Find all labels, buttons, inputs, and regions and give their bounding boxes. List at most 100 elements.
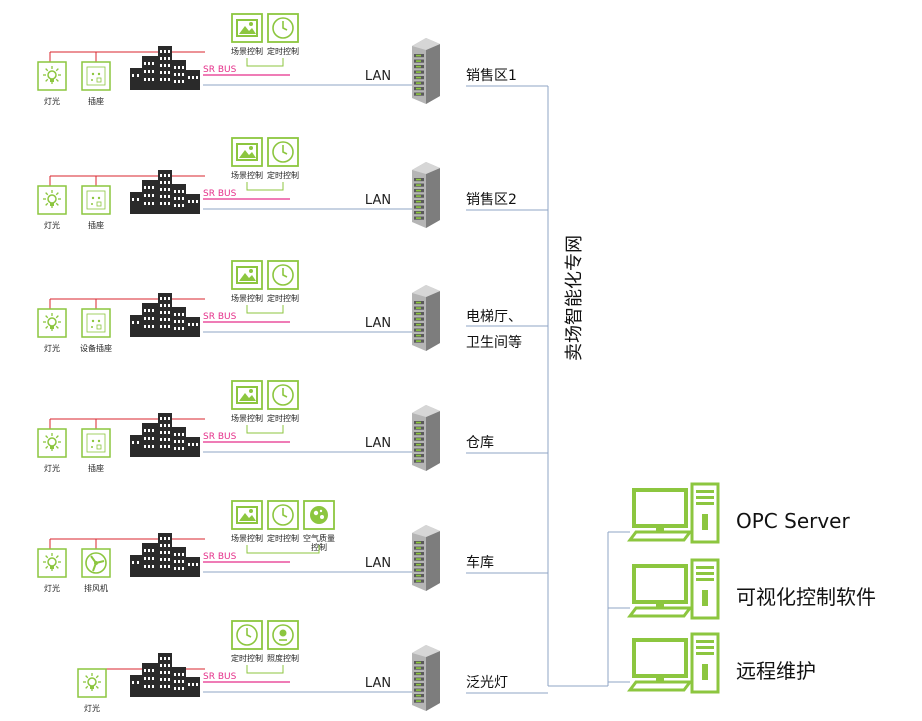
zone-row: 灯光 插座 场景控制定时控制 SR BUS LAN 销售区1 xyxy=(37,13,548,106)
device-frame xyxy=(81,185,111,215)
zone-label: 销售区2 xyxy=(466,192,517,208)
building-icon xyxy=(130,533,200,577)
socket-icon xyxy=(86,433,106,453)
lan-label: LAN xyxy=(365,436,391,451)
sr-bus-label: SR BUS xyxy=(203,312,237,322)
device-label: 排风机 xyxy=(84,583,108,593)
clock-icon xyxy=(236,624,258,646)
server-icon xyxy=(412,645,440,711)
device-label: 灯光 xyxy=(44,96,60,106)
socket-icon xyxy=(86,66,106,86)
panel-label: 场景控制 xyxy=(231,413,263,423)
computer-row: 远程维护 xyxy=(608,632,816,694)
panel-bus-tie xyxy=(246,425,284,434)
panel-bus-tie xyxy=(246,58,284,67)
lan-label: LAN xyxy=(365,316,391,331)
panel-label: 场景控制 xyxy=(231,293,263,303)
clock-icon xyxy=(272,141,294,163)
lan-label: LAN xyxy=(365,676,391,691)
computer-icon xyxy=(627,482,720,544)
device-frame xyxy=(81,308,111,338)
server-icon xyxy=(412,162,440,228)
zone-label: 销售区1 xyxy=(466,68,517,84)
lan-label: LAN xyxy=(365,193,391,208)
zone-row: 灯光 设备插座 场景控制定时控制 SR BUS LAN 电梯厅、卫生间等 xyxy=(37,260,548,353)
picture-icon xyxy=(236,19,258,37)
lamp-icon xyxy=(43,66,61,84)
clock-icon xyxy=(272,264,294,286)
network-name: 卖场智能化专网 xyxy=(564,235,585,361)
computer-label: 可视化控制软件 xyxy=(736,585,876,609)
device-label: 设备插座 xyxy=(80,343,112,353)
device-label: 插座 xyxy=(88,96,104,106)
server-icon xyxy=(412,285,440,351)
air-quality-icon xyxy=(310,506,328,524)
device-label: 插座 xyxy=(88,463,104,473)
device-label: 灯光 xyxy=(44,220,60,230)
device-label: 灯光 xyxy=(84,703,100,713)
computer-label: 远程维护 xyxy=(736,659,816,683)
server-icon xyxy=(412,38,440,104)
zone-label: 电梯厅、 xyxy=(466,309,522,325)
zone-label: 泛光灯 xyxy=(466,675,508,691)
computer-row: 可视化控制软件 xyxy=(608,558,876,620)
device-label: 灯光 xyxy=(44,463,60,473)
panel-label: 定时控制 xyxy=(267,293,299,303)
picture-icon xyxy=(236,266,258,284)
sr-bus-label: SR BUS xyxy=(203,552,237,562)
building-icon xyxy=(130,170,200,214)
lamp-icon xyxy=(43,190,61,208)
socket-icon xyxy=(86,190,106,210)
clock-icon xyxy=(272,384,294,406)
device-label: 插座 xyxy=(88,220,104,230)
panel-label: 定时控制 xyxy=(267,46,299,56)
server-icon xyxy=(412,525,440,591)
clock-icon xyxy=(272,17,294,39)
lamp-icon xyxy=(43,553,61,571)
panel-label: 定时控制 xyxy=(267,533,299,543)
panel-bus-tie xyxy=(246,305,284,314)
lamp-icon xyxy=(83,673,101,691)
panel-bus-tie xyxy=(246,545,320,554)
zone-label: 仓库 xyxy=(466,435,494,451)
lamp-icon xyxy=(43,433,61,451)
panel-label: 场景控制 xyxy=(231,170,263,180)
lamp-icon xyxy=(43,313,61,331)
building-icon xyxy=(130,46,200,90)
building-icon xyxy=(130,413,200,457)
panel-label: 照度控制 xyxy=(267,653,299,663)
building-icon xyxy=(130,653,200,697)
computer-label: OPC Server xyxy=(736,509,850,533)
building-icon xyxy=(130,293,200,337)
picture-icon xyxy=(236,143,258,161)
sr-bus-label: SR BUS xyxy=(203,65,237,75)
sr-bus-label: SR BUS xyxy=(203,672,237,682)
device-frame xyxy=(81,61,111,91)
picture-icon xyxy=(236,506,258,524)
socket-icon xyxy=(86,313,106,333)
panel-label: 场景控制 xyxy=(231,46,263,56)
server-icon xyxy=(412,405,440,471)
clock-icon xyxy=(272,504,294,526)
panel-label: 场景控制 xyxy=(231,533,263,543)
lan-label: LAN xyxy=(365,69,391,84)
computer-row: OPC Server xyxy=(608,482,850,544)
picture-icon xyxy=(236,386,258,404)
light-sensor-icon xyxy=(272,624,294,646)
fan-icon xyxy=(85,552,107,574)
computer-icon xyxy=(627,558,720,620)
sr-bus-label: SR BUS xyxy=(203,189,237,199)
computer-icon xyxy=(627,632,720,694)
lan-label: LAN xyxy=(365,556,391,571)
panel-bus-tie xyxy=(246,665,284,674)
device-label: 灯光 xyxy=(44,583,60,593)
zone-label: 车库 xyxy=(466,554,494,571)
device-label: 灯光 xyxy=(44,343,60,353)
sr-bus-label: SR BUS xyxy=(203,432,237,442)
zone-label: 卫生间等 xyxy=(466,334,522,351)
